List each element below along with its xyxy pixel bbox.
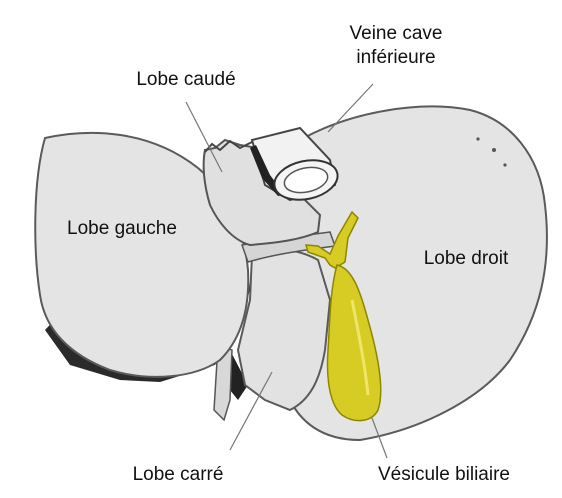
right-lobe-dot bbox=[476, 137, 479, 140]
label-quadrate-lobe: Lobe carré bbox=[133, 464, 224, 485]
label-gallbladder: Vésicule biliaire bbox=[378, 464, 510, 485]
right-lobe bbox=[290, 107, 547, 440]
right-lobe-dot bbox=[492, 148, 496, 152]
label-vena-cava-line2: inférieure bbox=[356, 47, 435, 68]
right-lobe-dot bbox=[503, 163, 506, 166]
label-vena-cava-line1: Veine cave bbox=[350, 23, 443, 44]
label-left-lobe: Lobe gauche bbox=[67, 218, 177, 239]
label-caudate-lobe: Lobe caudé bbox=[136, 69, 235, 90]
label-right-lobe: Lobe droit bbox=[424, 248, 509, 269]
